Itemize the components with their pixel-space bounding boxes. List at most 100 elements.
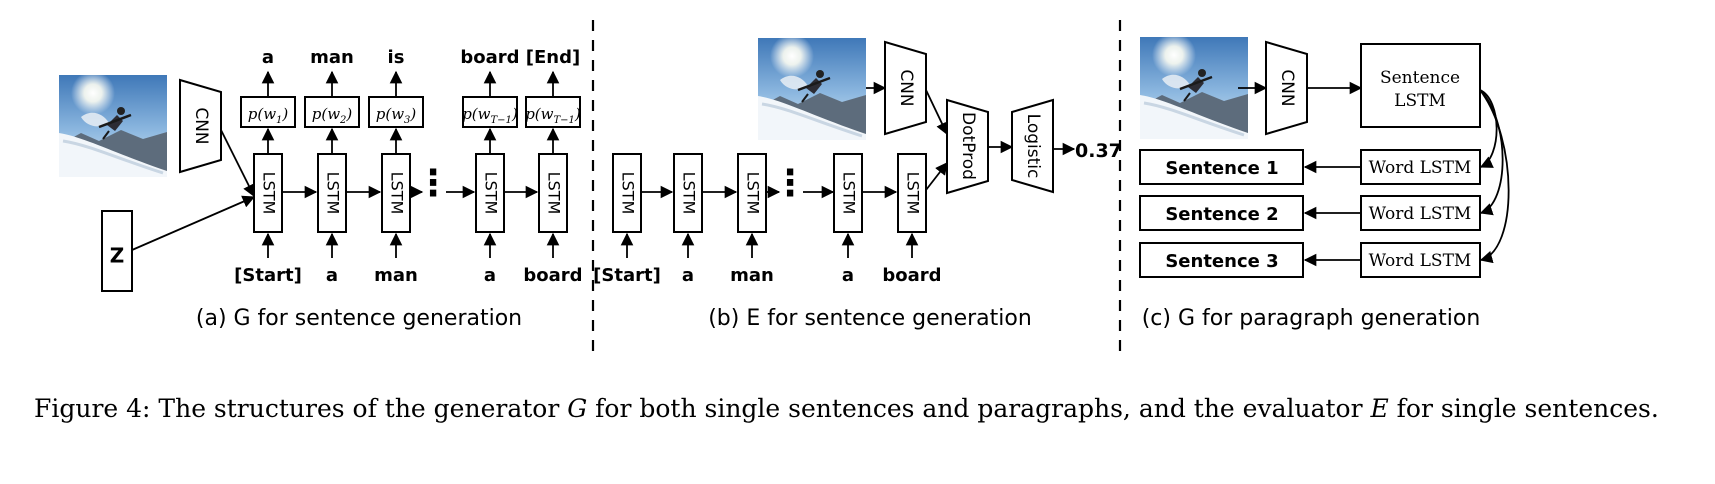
output-word-a-1: a: [262, 47, 274, 68]
lstm-b-2-box: [673, 153, 703, 233]
caption-a: (a) G for sentence generation: [196, 306, 522, 331]
output-word-a-5: [End]: [526, 47, 580, 68]
sentence-box-3: [1139, 242, 1304, 278]
prob-subscript: 2: [339, 115, 346, 126]
prob-prefix: p(w: [248, 105, 276, 123]
sentence-label-1: Sentence 1: [1165, 158, 1278, 179]
input-word-a-3: man: [374, 265, 418, 286]
sentence-box-1: [1139, 149, 1304, 185]
sentence-label-2: Sentence 2: [1165, 204, 1278, 225]
prob-suffix: ): [409, 105, 416, 123]
figure-caption-text-2: for both single sentences and paragraphs…: [587, 394, 1370, 423]
input-word-b-2: a: [682, 265, 694, 286]
input-word-b-3: man: [730, 265, 774, 286]
input-word-b-5: board: [882, 265, 941, 286]
lstm-a-1-box: [253, 153, 283, 233]
word-lstm-label-2: Word LSTM: [1369, 204, 1472, 224]
cnn-block-a: [179, 78, 222, 174]
prob-label-a-1: p(w1): [248, 105, 289, 126]
arrow-sentence-lstm-to-word-lstm-1: [1479, 89, 1498, 168]
caption-b: (b) E for sentence generation: [708, 306, 1032, 331]
figure-caption-text-1: The structures of the generator: [150, 394, 567, 423]
input-word-a-2: a: [326, 265, 338, 286]
sentence-label-3: Sentence 3: [1165, 251, 1278, 272]
lstm-b-3-box: [737, 153, 767, 233]
prob-subscript: T−1: [491, 115, 512, 126]
cnn-block-c: [1265, 40, 1308, 136]
prob-prefix: p(w: [525, 105, 553, 123]
cnn-block-b: [884, 40, 927, 136]
sentence-lstm-label-line2: LSTM: [1394, 91, 1446, 111]
input-word-a-5: board: [523, 265, 582, 286]
score-value: 0.37: [1075, 140, 1122, 162]
lstm-a-4-box: [475, 153, 505, 233]
lstm-a-4-label: LSTM: [482, 172, 501, 215]
sentence-lstm-box: [1360, 43, 1481, 128]
panel-c: CNN Sentence LSTM Word LSTM Sentence 1 Wor…: [1138, 31, 1510, 331]
lstm-a-5-label: LSTM: [545, 172, 564, 215]
panel-a: CNN Z LSTMp(w1)a[Start]LSTMp(w2)manaLSTM…: [57, 47, 583, 331]
ellipsis-b: ⋮: [772, 163, 808, 204]
prob-prefix: p(w: [376, 105, 404, 123]
word-lstm-label-3: Word LSTM: [1369, 251, 1472, 271]
lstm-a-1-label: LSTM: [260, 172, 279, 215]
prob-suffix: ): [281, 105, 288, 123]
prob-prefix: p(w: [312, 105, 340, 123]
figure-caption-g: G: [567, 394, 587, 423]
dotprod-label: DotProd: [958, 112, 978, 180]
prob-box-a-2: [304, 96, 360, 128]
ellipsis-a: ⋮: [415, 163, 451, 204]
lstm-b-1-label: LSTM: [619, 172, 638, 215]
prob-label-a-2: p(w2): [312, 105, 353, 126]
panel-b: CNN LSTM [Start] LSTM a LSTM man LSTM a LSTM boar…: [593, 32, 1122, 331]
prob-subscript: 1: [276, 115, 282, 126]
input-image-a: [57, 69, 169, 179]
prob-label-a-3: p(w3): [376, 105, 417, 126]
prob-subscript: T−1: [554, 115, 575, 126]
caption-c: (c) G for paragraph generation: [1142, 306, 1481, 331]
sentence-lstm-label-line1: Sentence: [1380, 68, 1460, 88]
input-word-a-4: a: [484, 265, 496, 286]
output-word-a-4: board: [460, 47, 519, 68]
logistic-block: [1011, 98, 1054, 194]
figure-caption: Figure 4: The structures of the generato…: [34, 394, 1659, 423]
prob-suffix: ): [511, 105, 518, 123]
dotprod-block: [946, 98, 989, 195]
figure-caption-label: Figure 4:: [34, 394, 150, 423]
output-word-a-2: man: [310, 47, 354, 68]
prob-subscript: 3: [404, 115, 410, 126]
cnn-label-b: CNN: [896, 69, 916, 106]
lstm-b-3-label: LSTM: [744, 172, 763, 215]
lstm-b-4-label: LSTM: [840, 172, 859, 215]
logistic-label: Logistic: [1023, 114, 1043, 179]
prob-suffix: ): [345, 105, 352, 123]
sentence-box-2: [1139, 195, 1304, 231]
prob-label-a-4: p(wT−1): [462, 105, 518, 126]
input-word-a-1: [Start]: [234, 265, 302, 286]
word-lstm-label-1: Word LSTM: [1369, 158, 1472, 178]
prob-box-a-1: [240, 96, 296, 128]
lstm-a-3-label: LSTM: [388, 172, 407, 215]
input-word-b-4: a: [842, 265, 854, 286]
z-label: Z: [110, 244, 125, 268]
figure-caption-e: E: [1369, 394, 1388, 423]
prob-suffix: ): [574, 105, 581, 123]
output-word-a-3: is: [388, 47, 405, 68]
input-image-b: [756, 32, 868, 142]
lstm-a-3-box: [381, 153, 411, 233]
prob-prefix: p(w: [462, 105, 490, 123]
input-word-b-1: [Start]: [593, 265, 661, 286]
lstm-a-2-label: LSTM: [324, 172, 343, 215]
figure-caption-text-3: for single sentences.: [1389, 394, 1659, 423]
lstm-b-2-label: LSTM: [680, 172, 699, 215]
lstm-b-5-label: LSTM: [904, 172, 923, 215]
prob-box-a-4: [462, 96, 518, 128]
cnn-label-a: CNN: [191, 107, 211, 144]
input-image-c: [1138, 31, 1250, 141]
z-box: [101, 210, 133, 292]
prob-label-a-5: p(wT−1): [525, 105, 581, 126]
arrow-sentence-lstm-to-word-lstm-3: [1479, 89, 1510, 264]
cnn-label-c: CNN: [1277, 69, 1297, 106]
lstm-b-5-box: [897, 153, 927, 233]
